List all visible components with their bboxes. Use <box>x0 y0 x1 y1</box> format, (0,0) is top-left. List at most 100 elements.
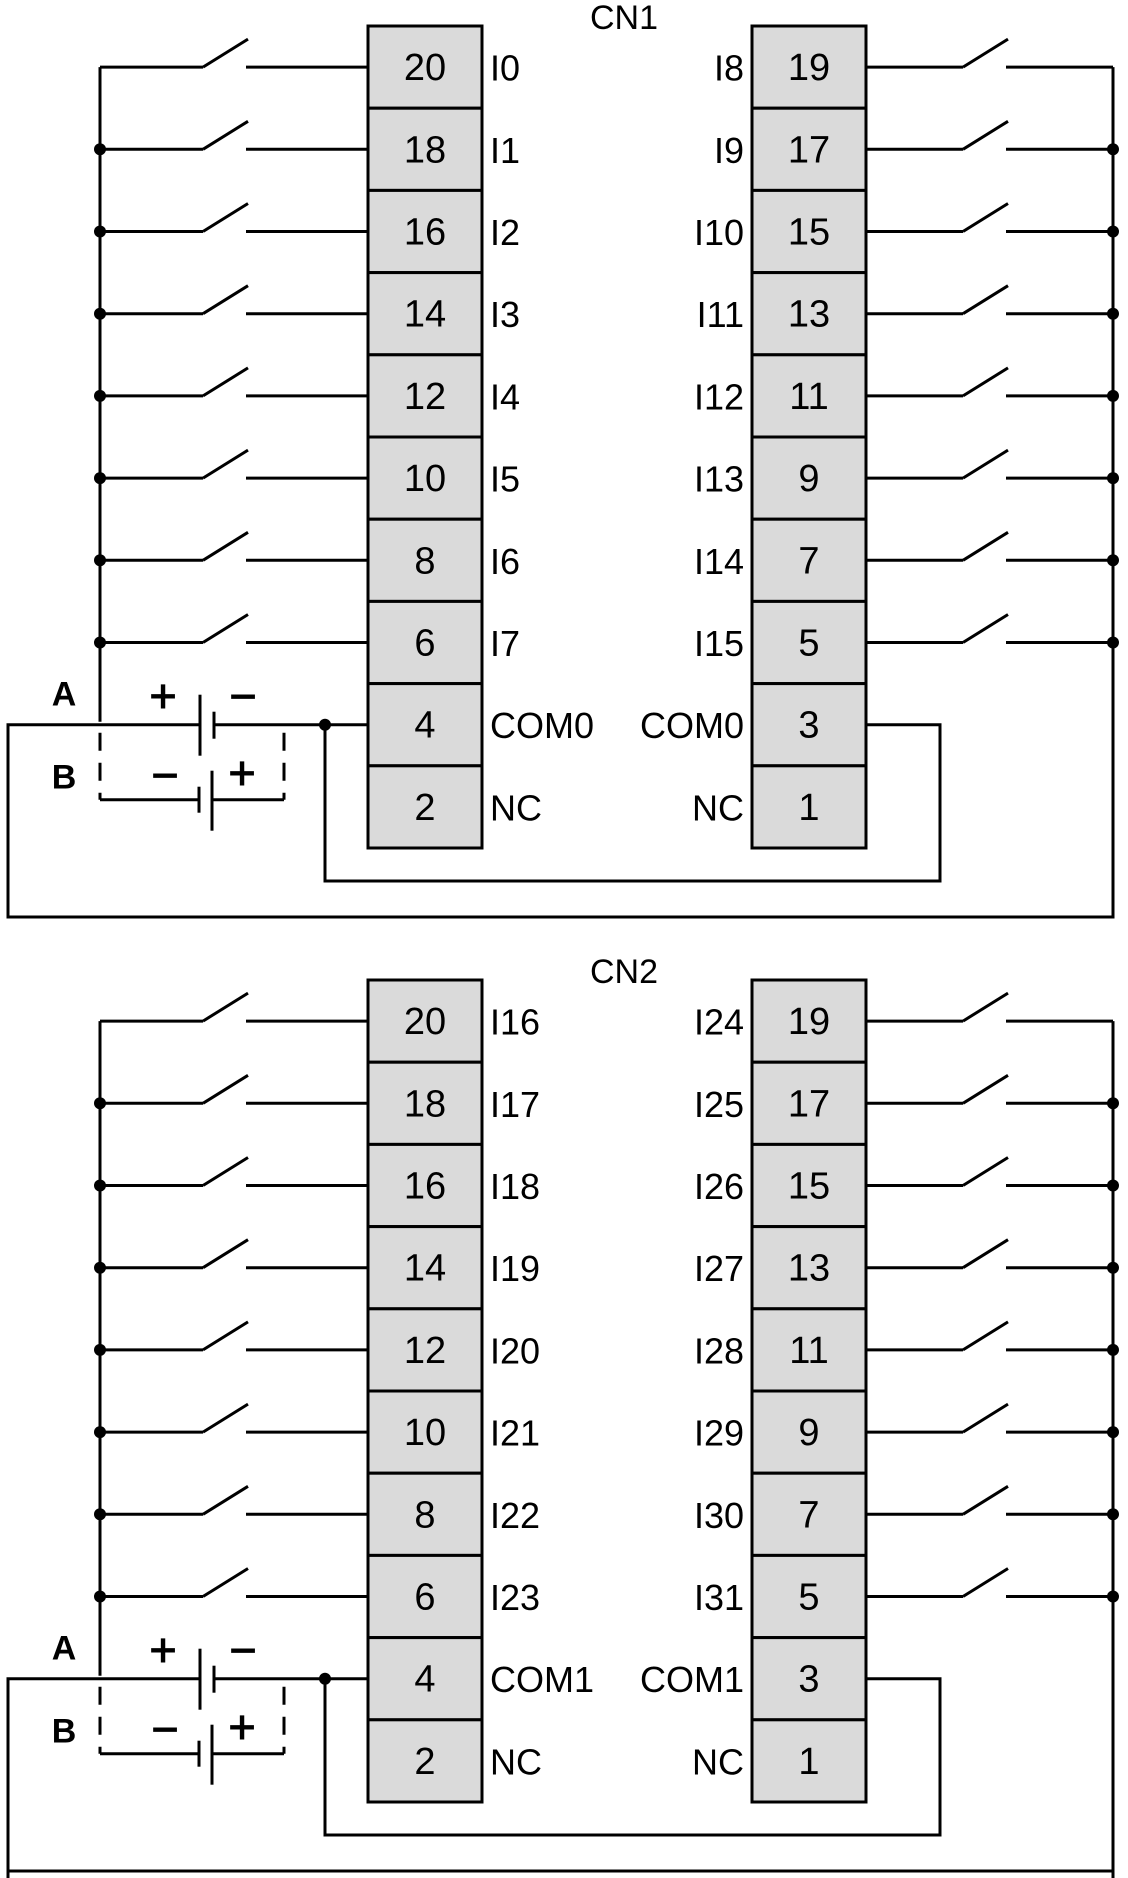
terminal-label: NC <box>490 787 542 828</box>
pin-number: 16 <box>404 1166 446 1208</box>
terminal-label: I13 <box>694 459 744 500</box>
terminal-label: NC <box>692 787 744 828</box>
switch-contact-icon <box>962 531 1009 562</box>
switch-right <box>866 1402 1119 1439</box>
terminal-label: I31 <box>694 1577 744 1618</box>
pin-number: 7 <box>798 540 819 582</box>
terminal-right: 11 I28 <box>694 1307 868 1393</box>
switch-right <box>866 1238 1119 1274</box>
terminal-label: I9 <box>714 130 744 171</box>
switch-contact-icon <box>202 1074 249 1105</box>
switch-left <box>94 1238 368 1274</box>
switch-right <box>866 991 1113 1023</box>
switch-contact-icon <box>202 1238 249 1269</box>
terminal-right: 1NC <box>692 764 868 850</box>
switch-right <box>866 366 1119 402</box>
terminal-label: I2 <box>490 212 520 253</box>
terminal-cell <box>750 599 868 686</box>
switch-contact-icon <box>202 448 249 480</box>
switch-contact-icon <box>202 202 249 233</box>
terminal-label: NC <box>490 1741 542 1782</box>
plus-sign: + <box>226 1705 258 1749</box>
terminal-label: I0 <box>490 48 520 89</box>
switch-left <box>94 1156 368 1192</box>
pin-number: 4 <box>414 1659 435 1701</box>
switch-right <box>866 37 1113 69</box>
switch-contact-icon <box>202 366 249 398</box>
terminal-label: I19 <box>490 1248 540 1289</box>
pin-number: 16 <box>404 212 446 254</box>
pin-number: 8 <box>414 1494 435 1536</box>
pin-number: 19 <box>788 1001 830 1043</box>
minus-sign: − <box>227 1628 259 1672</box>
terminal-cell <box>366 435 484 521</box>
terminal-cell <box>366 978 484 1064</box>
switch-contact-icon <box>202 531 249 562</box>
switch-contact-icon <box>962 991 1009 1023</box>
terminal-label: COM1 <box>640 1659 744 1700</box>
terminal-cell <box>750 1718 868 1804</box>
return-loop-wire <box>6 1677 1115 1873</box>
pin-number: 14 <box>404 1248 446 1290</box>
terminal-label: I10 <box>694 212 744 253</box>
terminal-left: 16 I2 <box>366 188 520 275</box>
terminal-cell <box>366 1060 484 1146</box>
pin-number: 12 <box>404 376 446 418</box>
switch-contact-icon <box>962 1320 1009 1352</box>
terminal-label: I3 <box>490 294 520 335</box>
option-b-label: B <box>52 1713 77 1751</box>
pin-number: 20 <box>404 47 446 89</box>
terminal-cell <box>750 1471 868 1557</box>
switch-left <box>94 1320 368 1356</box>
switch-left <box>94 1567 368 1603</box>
terminal-label: I23 <box>490 1577 540 1618</box>
pin-number: 17 <box>788 129 830 171</box>
terminal-right: 15 I26 <box>694 1142 868 1229</box>
terminal-right: 15 I10 <box>694 188 868 275</box>
switch-left <box>100 991 368 1023</box>
plus-sign: + <box>147 674 179 718</box>
connector-title: CN1 <box>590 0 658 37</box>
switch-contact-icon <box>962 1074 1009 1105</box>
pin-number: 15 <box>788 212 830 254</box>
switch-right <box>866 1074 1119 1110</box>
switch-right <box>866 1567 1119 1603</box>
pin-number: 11 <box>789 1330 828 1372</box>
terminal-cell <box>750 24 868 110</box>
pin-number: 15 <box>788 1166 830 1208</box>
terminal-label: I14 <box>694 541 744 582</box>
terminal-cell <box>366 1718 484 1804</box>
switch-right <box>866 202 1119 238</box>
terminal-label: I17 <box>490 1084 540 1125</box>
terminal-label: I28 <box>694 1330 744 1371</box>
terminal-label: I16 <box>490 1002 540 1043</box>
pin-number: 9 <box>798 458 819 500</box>
pin-number: 18 <box>404 129 446 171</box>
pin-number: 17 <box>788 1083 830 1125</box>
pin-number: 1 <box>798 1741 819 1783</box>
terminal-label: I26 <box>694 1166 744 1207</box>
switch-contact-icon <box>962 120 1009 151</box>
terminal-label: I15 <box>694 623 744 664</box>
terminal-left: 14 I19 <box>366 1225 540 1311</box>
switch-right <box>866 284 1119 320</box>
